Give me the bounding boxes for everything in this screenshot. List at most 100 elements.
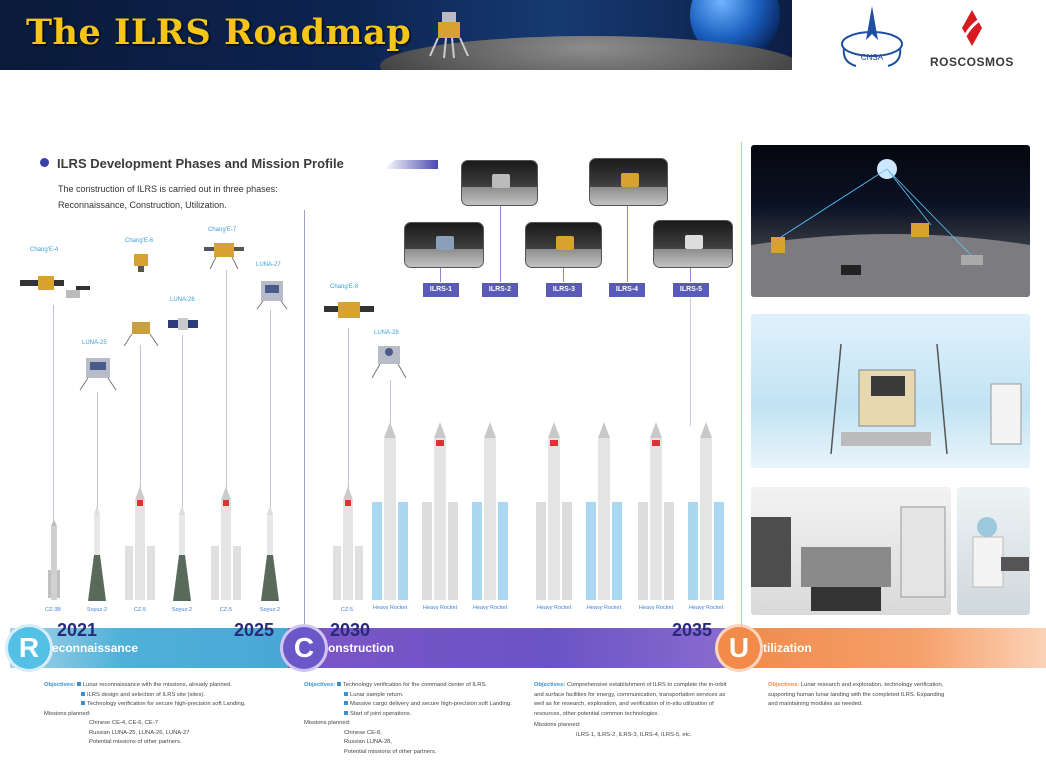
year-label: 2021: [57, 620, 98, 640]
ilrs-4-photo: [589, 158, 668, 206]
construction-ilrs-objectives: Objectives: Comprehensive establishment …: [534, 682, 727, 738]
ilrs-tag: ILRS-2: [482, 283, 518, 297]
craft-label-luna28: LUNA-28: [374, 330, 399, 336]
connector: [500, 206, 501, 282]
phase-letter-c: C: [283, 627, 325, 669]
reconnaissance-objectives: Objectives: Lunar reconnaissance with th…: [44, 682, 246, 745]
craft-label-change6: Chang'E-6: [125, 238, 154, 244]
heavy-rocket-image: [638, 422, 674, 600]
rocket-cz5: [125, 486, 155, 600]
roscosmos-logo: [962, 10, 991, 46]
trajectory-line: [97, 392, 98, 537]
bullet-icon: [40, 158, 49, 167]
connector: [563, 268, 564, 282]
construction-bar: [288, 628, 730, 668]
logo-area: [792, 0, 1046, 70]
rocket-cz5: [211, 486, 241, 600]
trajectory-line: [226, 270, 227, 492]
trajectory-line: [140, 345, 141, 493]
trajectory-line: [270, 310, 271, 535]
rocket-label: CZ-5: [340, 607, 354, 613]
header-banner: The ILRS Roadmap: [0, 0, 792, 70]
section-intro: The construction of ILRS is carried out …: [58, 184, 278, 210]
rocket-label: CZ-3B: [45, 607, 61, 613]
rocket-label: CZ-5: [219, 607, 233, 613]
year-label: 2035: [672, 620, 713, 640]
rocket-cz5: [333, 486, 363, 600]
ilrs-tag: ILRS-4: [609, 283, 645, 297]
heavy-rocket-image: [422, 422, 458, 600]
phase-label-utilization: tilization: [763, 641, 812, 655]
construction-objectives: Objectives: Technology verification for …: [304, 682, 512, 755]
craft-label-luna25: LUNA-25: [82, 340, 107, 346]
connector: [690, 268, 691, 282]
utilization-bar: [728, 628, 1046, 668]
reconnaissance-bar: [10, 628, 290, 668]
rocket-cz3b: [48, 520, 60, 600]
ilrs-3-photo: [525, 222, 602, 268]
rocket-label: Heavy Rocket: [536, 605, 572, 611]
test-chamber-photo: [751, 314, 1030, 468]
rocket-label: Heavy Rocket: [688, 605, 724, 611]
change4-lander-image: [20, 276, 90, 298]
year-label: 2030: [330, 620, 371, 640]
rocket-label: Soyuz-2: [86, 607, 108, 613]
connector: [440, 268, 441, 282]
heavy-rocket-image: [688, 422, 724, 600]
rocket-label: CZ-5: [133, 607, 147, 613]
ilrs-1-photo: [404, 222, 484, 268]
luna28-image: [371, 346, 407, 379]
craft-label-luna26: LUNA-26: [170, 297, 195, 303]
heavy-rocket-image: [586, 422, 622, 600]
heavy-rocket-image: [472, 422, 508, 600]
craft-label-change7: Chang'E-7: [208, 227, 237, 233]
ilrs-5-photo: [653, 220, 733, 268]
heavy-rocket-image: [536, 422, 572, 600]
connector: [690, 298, 691, 426]
trajectory-line: [53, 305, 54, 535]
change8-image: [324, 302, 374, 318]
luna27-image: [256, 281, 288, 310]
craft-label-luna27: LUNA-27: [256, 262, 281, 268]
lunar-base-render-photo: [751, 145, 1030, 297]
trajectory-line: [182, 335, 183, 507]
svg-text:CNSA: CNSA: [861, 53, 884, 62]
heading-bar: [384, 160, 438, 169]
luna26-image: [168, 318, 198, 330]
cnsa-logo: CNSA: [841, 6, 903, 67]
lander-image: [123, 322, 159, 347]
change6-image: [134, 254, 148, 272]
ilrs-2-photo: [461, 160, 538, 206]
rocket-soyuz2: [88, 505, 106, 601]
phase-letter-u: U: [718, 627, 760, 669]
ilrs-tag: ILRS-1: [423, 283, 459, 297]
rocket-soyuz2: [173, 505, 191, 601]
phase-label-reconnaissance: econnaissance: [52, 641, 139, 655]
craft-label-change8: Chang'E-8: [330, 284, 359, 290]
phase-divider: [304, 210, 305, 625]
rocket-label: Soyuz-2: [259, 607, 281, 613]
year-label: 2025: [234, 620, 275, 640]
scientist-photo: [957, 487, 1030, 615]
utilization-objectives: Objectives: Lunar research and explorati…: [768, 682, 945, 707]
luna25-image: [79, 358, 117, 391]
phase-letter-r: R: [8, 627, 50, 669]
rocket-label: Heavy Rocket: [586, 605, 622, 611]
rocket-label: Heavy Rocket: [372, 605, 408, 611]
ilrs-tag: ILRS-5: [673, 283, 709, 297]
laboratory-photo: [751, 487, 951, 615]
change7-image: [204, 243, 244, 270]
rocket-label: Heavy Rocket: [472, 605, 508, 611]
utilization-divider: [741, 142, 742, 627]
heavy-rocket-image: [372, 422, 408, 600]
ilrs-tag: ILRS-3: [546, 283, 582, 297]
phase-label-construction: onstruction: [328, 641, 394, 655]
trajectory-line: [348, 328, 349, 488]
rocket-label: Soyuz-2: [171, 607, 193, 613]
lander-image: [429, 12, 469, 59]
trajectory-line: [390, 380, 391, 425]
page-title: The ILRS Roadmap: [26, 12, 412, 53]
craft-label-change4: Chang'E-4: [30, 247, 59, 253]
rocket-label: Heavy Rocket: [638, 605, 674, 611]
roscosmos-label: ROSCOSMOS: [930, 55, 1014, 69]
